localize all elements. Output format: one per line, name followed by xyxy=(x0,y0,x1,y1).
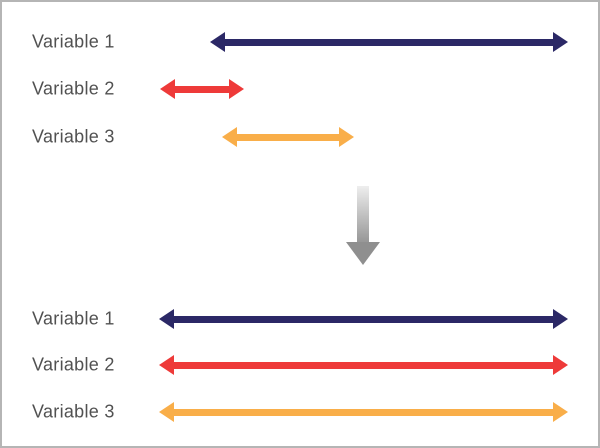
left-arrowhead-icon xyxy=(159,402,174,422)
right-arrowhead-icon xyxy=(553,32,568,52)
right-arrowhead-icon xyxy=(553,309,568,329)
down-arrowhead-icon xyxy=(346,242,380,265)
right-arrowhead-icon xyxy=(229,79,244,99)
variable-label: Variable 1 xyxy=(32,308,115,329)
variable-label: Variable 1 xyxy=(32,31,115,52)
variable-label: Variable 3 xyxy=(32,401,115,422)
left-arrowhead-icon xyxy=(159,355,174,375)
left-arrowhead-icon xyxy=(210,32,225,52)
left-arrowhead-icon xyxy=(159,309,174,329)
range-arrow xyxy=(159,355,568,375)
variable-label: Variable 2 xyxy=(32,354,115,375)
range-arrow xyxy=(222,127,354,147)
left-arrowhead-icon xyxy=(160,79,175,99)
range-arrow xyxy=(160,79,244,99)
arrow-shaft xyxy=(174,315,553,323)
right-arrowhead-icon xyxy=(553,355,568,375)
arrow-shaft xyxy=(237,133,339,141)
right-arrowhead-icon xyxy=(339,127,354,147)
left-arrowhead-icon xyxy=(222,127,237,147)
range-arrow xyxy=(159,309,568,329)
variable-label: Variable 3 xyxy=(32,126,115,147)
arrow-shaft xyxy=(174,408,553,416)
range-arrow xyxy=(159,402,568,422)
down-arrow-shaft xyxy=(357,186,369,242)
arrow-shaft xyxy=(175,85,229,93)
range-arrow xyxy=(210,32,568,52)
right-arrowhead-icon xyxy=(553,402,568,422)
arrow-shaft xyxy=(225,38,553,46)
variable-label: Variable 2 xyxy=(32,78,115,99)
down-arrow-icon xyxy=(346,186,380,265)
arrow-shaft xyxy=(174,361,553,369)
